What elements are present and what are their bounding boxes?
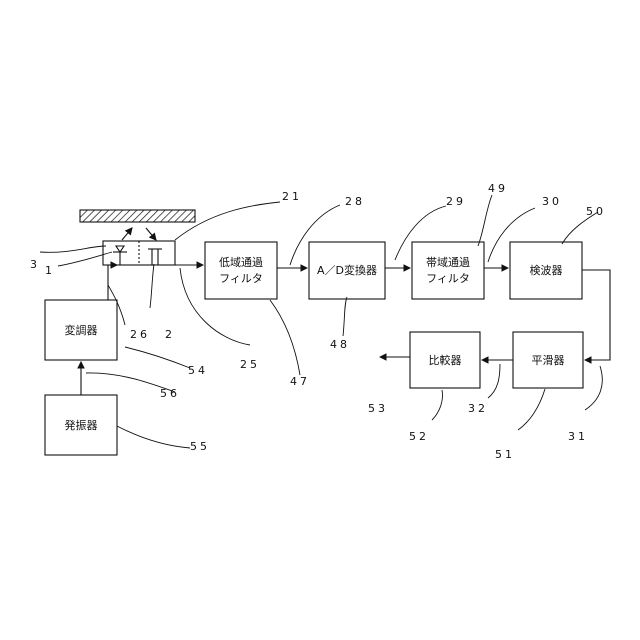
bandpass-filter-block xyxy=(412,242,484,299)
ref-32: 32 xyxy=(468,402,488,415)
comparator-label: 比較器 xyxy=(429,353,462,367)
ref-53: 53 xyxy=(368,402,388,415)
ref-55: 55 xyxy=(190,440,210,453)
ref-3: 3 xyxy=(30,258,40,271)
ref-49: 49 xyxy=(488,182,508,195)
ref-31: 31 xyxy=(568,430,588,443)
oscillator-label: 発振器 xyxy=(65,418,98,432)
adc-label: A／D変換器 xyxy=(317,263,377,277)
emitted-light-arrow xyxy=(122,228,132,240)
emitter-element xyxy=(113,246,127,265)
ref-47: 47 xyxy=(290,375,310,388)
ref-52: 52 xyxy=(409,430,429,443)
ref-30: 30 xyxy=(542,195,562,208)
reflector-plate xyxy=(80,210,195,222)
leader-lines xyxy=(40,195,602,448)
ref-25: 25 xyxy=(240,358,260,371)
reflected-light-arrow xyxy=(146,228,156,240)
ref-54: 54 xyxy=(188,364,208,377)
modulator-label: 変調器 xyxy=(65,323,98,337)
bpf-label-line2: フィルタ xyxy=(426,272,470,285)
ref-28: 28 xyxy=(345,195,365,208)
ref-50: 50 xyxy=(586,205,606,218)
ref-2: 2 xyxy=(165,328,175,341)
receiver-element xyxy=(148,249,162,265)
ref-48: 48 xyxy=(330,338,350,351)
lpf-label-line2: フィルタ xyxy=(219,272,263,285)
smoother-label: 平滑器 xyxy=(532,354,565,367)
lpf-label-line1: 低域通過 xyxy=(219,256,263,269)
ref-56: 56 xyxy=(160,387,180,400)
lowpass-filter-block xyxy=(205,242,277,299)
ref-29: 29 xyxy=(446,195,466,208)
bpf-label-line1: 帯域通過 xyxy=(426,256,470,269)
detector-label: 検波器 xyxy=(530,263,563,277)
ref-21: 21 xyxy=(282,190,302,203)
ref-51: 51 xyxy=(495,448,515,461)
detector-to-smoother-line xyxy=(582,270,610,360)
modulator-to-emitter-line xyxy=(108,265,117,300)
ref-1: 1 xyxy=(45,264,55,277)
ref-26: 26 xyxy=(130,328,150,341)
